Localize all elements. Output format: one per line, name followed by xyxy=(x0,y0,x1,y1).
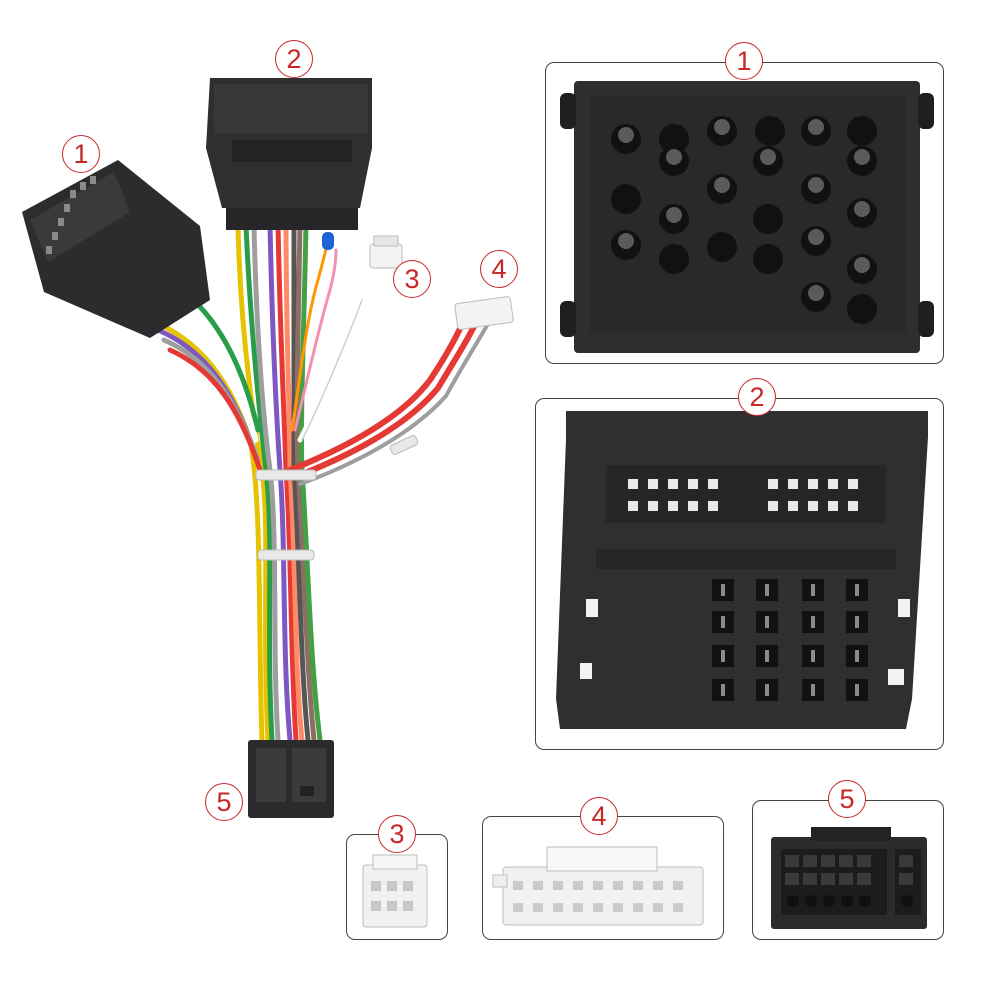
connector-3-closeup xyxy=(362,854,428,928)
callout-harness-5: 5 xyxy=(205,783,243,821)
cable-tie xyxy=(389,435,419,455)
callout-detail-2: 2 xyxy=(738,378,776,416)
callout-harness-4: 4 xyxy=(480,250,518,288)
connector-1-harness xyxy=(22,160,210,338)
callout-harness-3: 3 xyxy=(393,260,431,298)
callout-detail-4: 4 xyxy=(580,797,618,835)
detail-panel-5 xyxy=(752,800,944,940)
connector-2-harness xyxy=(206,78,372,230)
connector-5-harness xyxy=(248,740,334,818)
callout-detail-3: 3 xyxy=(378,815,416,853)
connector-1-closeup xyxy=(560,81,934,353)
detail-panel-2 xyxy=(535,398,944,750)
cable-tie xyxy=(255,469,317,481)
connector-3-harness xyxy=(369,235,403,269)
callout-harness-2: 2 xyxy=(275,40,313,78)
sensor-tip xyxy=(322,232,334,250)
connector-2-closeup xyxy=(556,411,928,729)
connector-4-harness xyxy=(454,296,514,330)
detail-panel-1 xyxy=(545,62,944,364)
cable-tie xyxy=(257,549,315,561)
wiring-harness xyxy=(22,78,514,818)
callout-detail-1: 1 xyxy=(725,42,763,80)
connector-5-closeup xyxy=(771,827,927,929)
detail-panel-4 xyxy=(482,816,724,940)
connector-4-closeup xyxy=(492,846,704,926)
callout-detail-5: 5 xyxy=(828,780,866,818)
callout-harness-1: 1 xyxy=(62,135,100,173)
